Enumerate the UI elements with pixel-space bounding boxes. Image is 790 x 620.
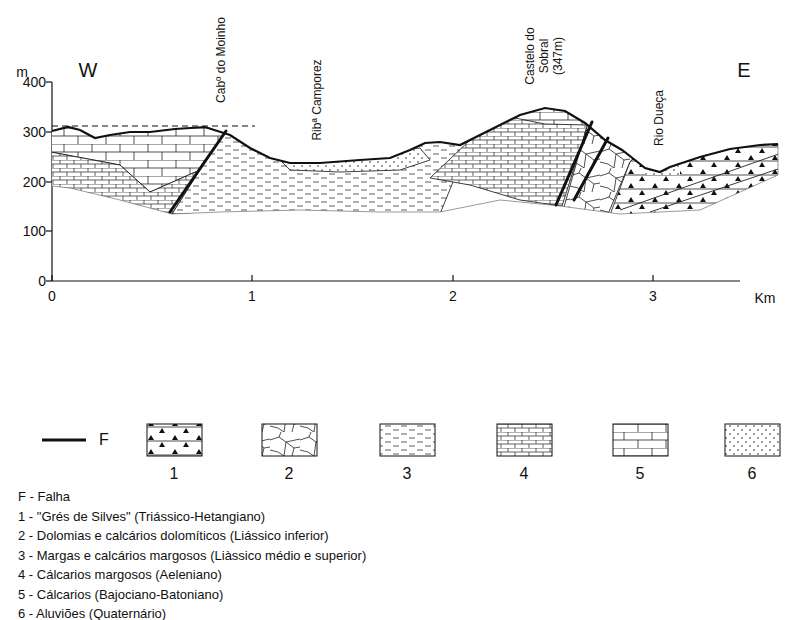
tick-label: 1 bbox=[248, 288, 256, 304]
legend-text: 3 - Margas e calcários margosos (Liàssic… bbox=[18, 548, 366, 563]
pattern-sample bbox=[497, 424, 552, 456]
faults bbox=[170, 122, 608, 212]
tick-label: 200 bbox=[23, 174, 46, 190]
legend-key: 5 bbox=[636, 465, 645, 483]
legend-text: 6 - Aluviões (Quaternário) bbox=[18, 607, 166, 620]
legend-text: 2 - Dolomias e calcários dolomíticos (Li… bbox=[18, 529, 329, 544]
legend-key: 6 bbox=[748, 465, 757, 483]
legend-samples bbox=[42, 424, 780, 456]
tick-label: 0 bbox=[48, 288, 56, 304]
pattern-sample bbox=[613, 424, 668, 456]
tick-label: 2 bbox=[449, 288, 457, 304]
fault-sample bbox=[42, 439, 86, 442]
legend-key: 1 bbox=[170, 465, 179, 483]
pattern-sample bbox=[262, 424, 317, 456]
direction-label: E bbox=[737, 59, 750, 82]
tick-label: 100 bbox=[23, 223, 46, 239]
tick-label: 400 bbox=[23, 74, 46, 90]
tick-label: 0 bbox=[38, 273, 46, 289]
reference-level bbox=[52, 126, 255, 127]
legend-text: 1 - "Grés de Silves" (Triássico-Hetangia… bbox=[18, 509, 265, 524]
legend-text: 4 - Cálcarios margosos (Aeleniano) bbox=[18, 568, 222, 583]
place-name: Rio Dueça bbox=[653, 90, 667, 146]
place-name: Cabº do Moinho bbox=[215, 17, 229, 103]
legend-key: 3 bbox=[403, 465, 412, 483]
legend-text: F - Falha bbox=[18, 490, 70, 505]
legend-text: 5 - Cálcarios (Bajociano-Batoniano) bbox=[18, 587, 223, 602]
pattern-sample bbox=[380, 424, 435, 456]
pattern-sample bbox=[725, 424, 780, 456]
tick-label: 300 bbox=[23, 124, 46, 140]
axis-unit: Km bbox=[755, 290, 776, 306]
place-name: Ribª Camporez bbox=[311, 59, 325, 140]
legend-key: 4 bbox=[520, 465, 529, 483]
legend-key: F bbox=[99, 431, 109, 449]
geology bbox=[40, 100, 790, 220]
place-name: Castelo do Sobral (347m) bbox=[524, 20, 565, 92]
topographic-profile bbox=[52, 108, 778, 172]
legend-key: 2 bbox=[285, 465, 294, 483]
tick-label: 3 bbox=[649, 288, 657, 304]
pattern-sample bbox=[147, 424, 202, 456]
section-base bbox=[52, 144, 778, 214]
direction-label: W bbox=[79, 59, 98, 82]
